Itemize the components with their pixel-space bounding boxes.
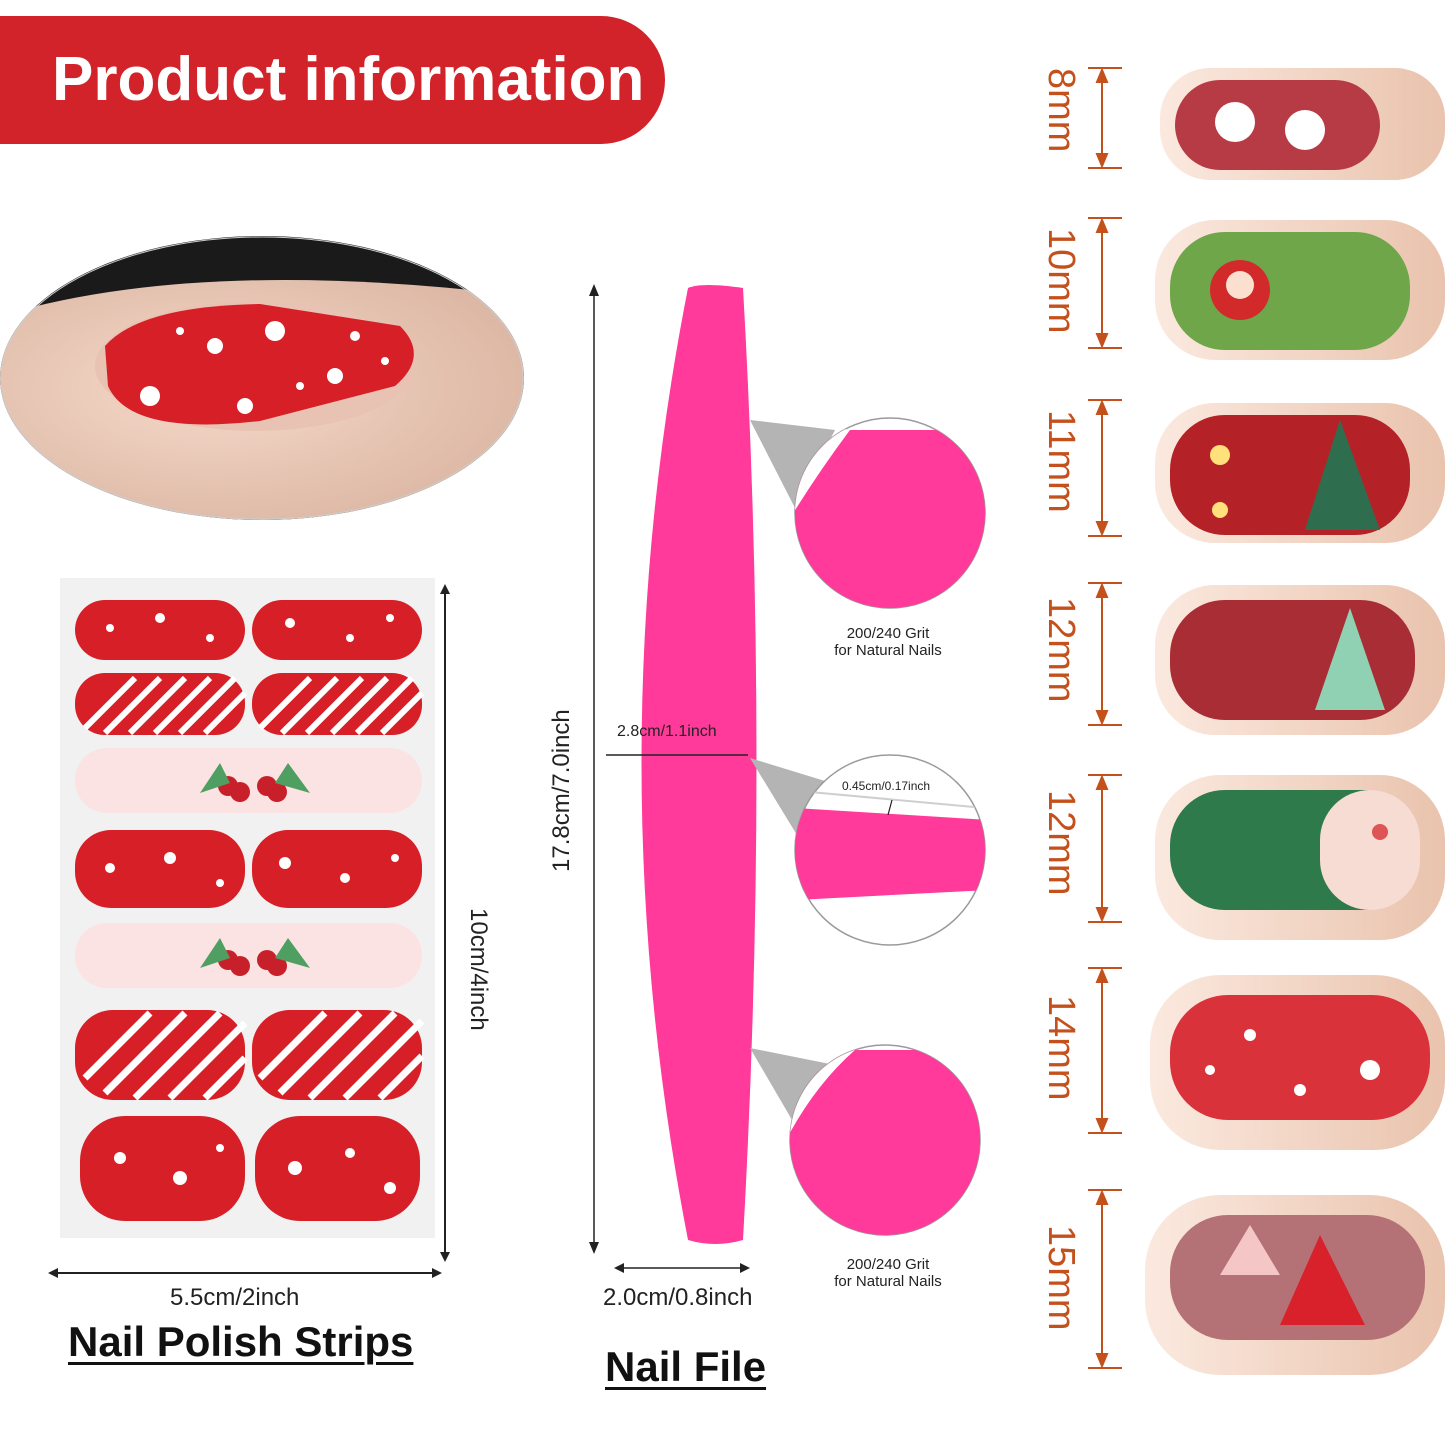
size-label-3: 11mm — [1040, 410, 1082, 513]
size-label-5: 12mm — [1040, 790, 1082, 896]
grit-bottom-line1: 200/240 Grit — [846, 1256, 930, 1273]
nail-sample-4 — [1170, 600, 1415, 720]
size-label-1: 8mm — [1040, 68, 1082, 153]
nail-sample-6 — [1170, 995, 1430, 1120]
size-label-4: 12mm — [1040, 597, 1082, 703]
nail-sample-3 — [1170, 415, 1410, 535]
file-top-width-label: 2.8cm/1.1inch — [617, 723, 717, 740]
strips-width-label: 5.5cm/2inch — [170, 1284, 300, 1311]
nail-sample-1 — [1175, 80, 1380, 170]
grit-label-bottom: 200/240 Grit for Natural Nails — [808, 1256, 968, 1290]
nail-sample-2 — [1170, 232, 1410, 350]
size-arrows — [1088, 67, 1122, 1369]
strip-row-snow-1 — [75, 600, 422, 660]
file-thickness-label: 0.45cm/0.17inch — [842, 779, 931, 793]
file-caption: Nail File — [605, 1343, 767, 1390]
file-bottom-width-label: 2.0cm/0.8inch — [603, 1284, 753, 1311]
file-length-label: 17.8cm/7.0inch — [548, 709, 575, 872]
product-info-banner: Product information — [0, 16, 665, 144]
strip-row-snow-3 — [80, 1116, 420, 1221]
nail-closeup-photo — [0, 236, 525, 521]
strips-height-label: 10cm/4inch — [465, 908, 492, 1031]
strip-row-stripes-1 — [75, 673, 425, 736]
strip-row-holly-2 — [75, 923, 422, 988]
nail-strips-sheet — [60, 578, 435, 1238]
grit-top-line1: 200/240 Grit — [846, 625, 930, 642]
strip-row-snow-2 — [75, 830, 422, 908]
size-label-2: 10mm — [1040, 228, 1082, 334]
grit-label-top: 200/240 Grit for Natural Nails — [808, 625, 968, 659]
grit-top-line2: for Natural Nails — [834, 642, 942, 659]
banner-title: Product information — [52, 45, 645, 114]
size-label-7: 15mm — [1040, 1225, 1082, 1331]
strips-dimension-arrows — [48, 584, 450, 1278]
size-label-6: 14mm — [1040, 995, 1082, 1101]
strip-row-stripes-2 — [75, 1010, 425, 1101]
nail-sample-7 — [1170, 1215, 1425, 1340]
strip-row-holly-1 — [75, 748, 422, 813]
nail-sample-5 — [1170, 790, 1420, 910]
strips-caption: Nail Polish Strips — [68, 1318, 414, 1365]
grit-bottom-line2: for Natural Nails — [834, 1273, 942, 1290]
nail-file-illustration — [589, 284, 986, 1273]
nail-samples — [1145, 68, 1445, 1375]
